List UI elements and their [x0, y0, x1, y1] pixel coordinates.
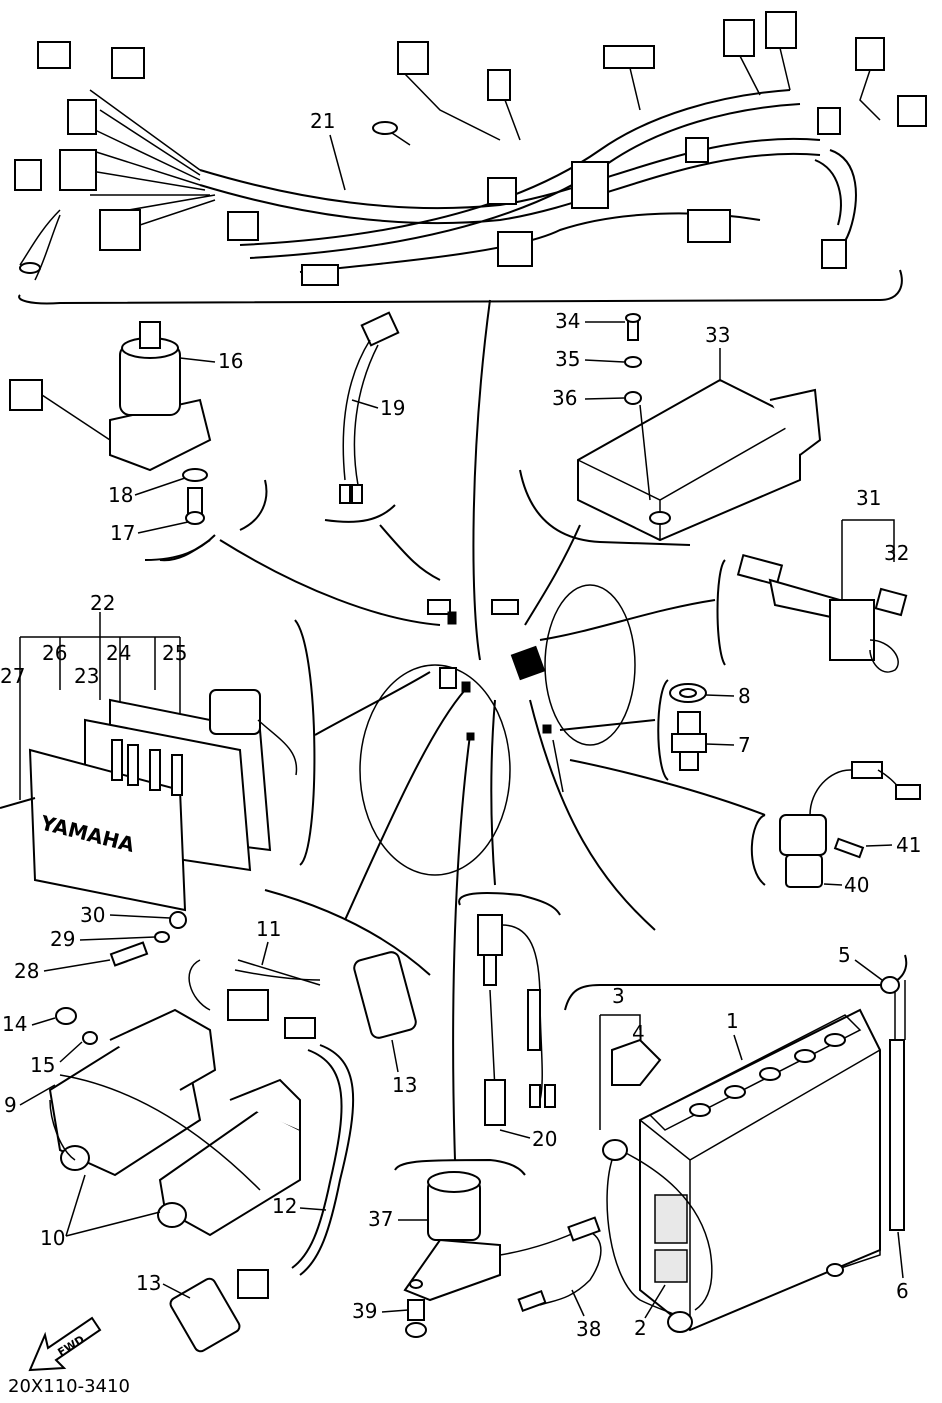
neutral-switch-lead: 19: [324, 311, 405, 523]
callout-3: 3: [612, 984, 625, 1008]
callout-38: 38: [576, 1317, 601, 1341]
callout-7: 7: [738, 733, 751, 757]
igniter-unit: 34 35 36 33: [519, 309, 822, 546]
battery-cells: [689, 1033, 846, 1117]
callout-18: 18: [108, 483, 133, 507]
callout-40: 40: [844, 873, 869, 897]
thermo-switch: 8 7: [657, 679, 751, 781]
license-light-assembly: 22 27 26 23 24 25 YAMAHA 30 29 28: [0, 591, 316, 983]
callout-4: 4: [632, 1021, 645, 1045]
callout-33: 33: [705, 323, 730, 347]
callout-29: 29: [50, 927, 75, 951]
callout-24: 24: [106, 641, 131, 665]
drawing-code: 20X110-3410: [8, 1376, 130, 1397]
callout-36: 36: [552, 386, 577, 410]
callout-22: 22: [90, 591, 115, 615]
callout-21: 21: [310, 109, 335, 133]
forward-arrow: FWD: [28, 1316, 102, 1372]
fuse-holder: 31 32: [716, 486, 909, 673]
battery-assembly: 3 4 1 5 6 2: [564, 943, 909, 1340]
callout-25: 25: [162, 641, 187, 665]
callout-35: 35: [555, 347, 580, 371]
callout-23: 23: [74, 664, 99, 688]
callout-39: 39: [352, 1299, 377, 1323]
sender-unit: 37 39 38: [352, 1158, 602, 1341]
callout-31: 31: [856, 486, 881, 510]
callout-8: 8: [738, 684, 751, 708]
callout-14: 14: [2, 1012, 27, 1036]
callout-13b: 13: [136, 1271, 161, 1295]
callout-11: 11: [256, 917, 281, 941]
ignition-coil-assembly: 11 13 14 15 9 10 12 13: [2, 889, 431, 1353]
callout-16: 16: [218, 349, 243, 373]
callout-19: 19: [380, 396, 405, 420]
callout-28: 28: [14, 959, 39, 983]
relay-unit: 41 40: [750, 761, 921, 897]
main-switch: 16 18 17: [9, 321, 268, 562]
callout-41: 41: [896, 833, 921, 857]
callout-12: 12: [272, 1194, 297, 1218]
callout-20: 20: [532, 1127, 557, 1151]
callout-5: 5: [838, 943, 851, 967]
callout-26: 26: [42, 641, 67, 665]
callout-17: 17: [110, 521, 135, 545]
callout-6: 6: [896, 1279, 909, 1303]
callout-34: 34: [555, 309, 580, 333]
callout-27: 27: [0, 664, 25, 688]
callout-15: 15: [30, 1053, 55, 1077]
callout-30: 30: [80, 903, 105, 927]
callout-37: 37: [368, 1207, 393, 1231]
callout-1: 1: [726, 1009, 739, 1033]
callout-32: 32: [884, 541, 909, 565]
central-junction: [219, 299, 766, 1161]
callout-13a: 13: [392, 1073, 417, 1097]
callout-9: 9: [4, 1093, 17, 1117]
switch-assembly-20: 20: [458, 892, 561, 1151]
callout-2: 2: [634, 1316, 647, 1340]
wire-harness: 21: [14, 11, 927, 305]
callout-10: 10: [40, 1226, 65, 1250]
